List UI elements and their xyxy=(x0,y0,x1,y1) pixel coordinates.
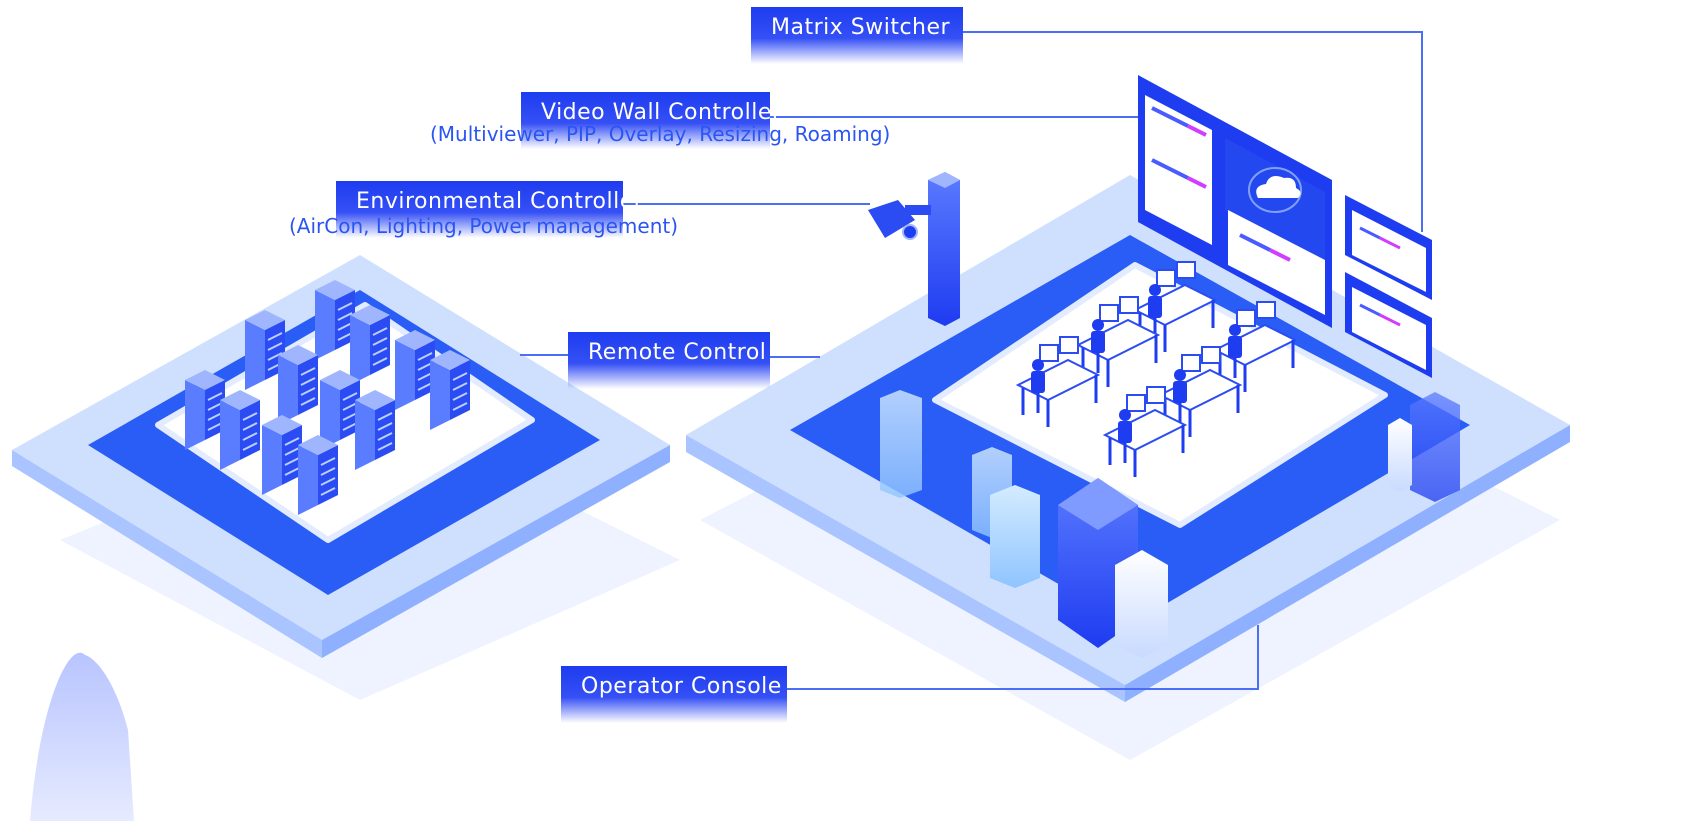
decorative-columns xyxy=(880,390,1460,658)
operator-console-label: Operator Console xyxy=(561,666,787,723)
security-camera-icon xyxy=(868,172,960,326)
video-wall-controller-label: Video Wall Controller xyxy=(521,92,781,149)
video-wall xyxy=(1138,75,1432,378)
decorative-hill xyxy=(30,652,134,821)
matrix-switcher-label: Matrix Switcher xyxy=(751,7,963,64)
connector-lines xyxy=(520,31,1423,690)
environmental-controller-sublabel: (AirCon, Lighting, Power management) xyxy=(289,214,679,238)
video-wall-controller-sublabel: (Multiviewer, PIP, Overlay, Resizing, Ro… xyxy=(430,122,891,146)
cloud-icon xyxy=(1256,176,1301,198)
environmental-controller-label: Environmental Controller xyxy=(336,181,643,238)
remote-control-label: Remote Control xyxy=(568,332,770,389)
